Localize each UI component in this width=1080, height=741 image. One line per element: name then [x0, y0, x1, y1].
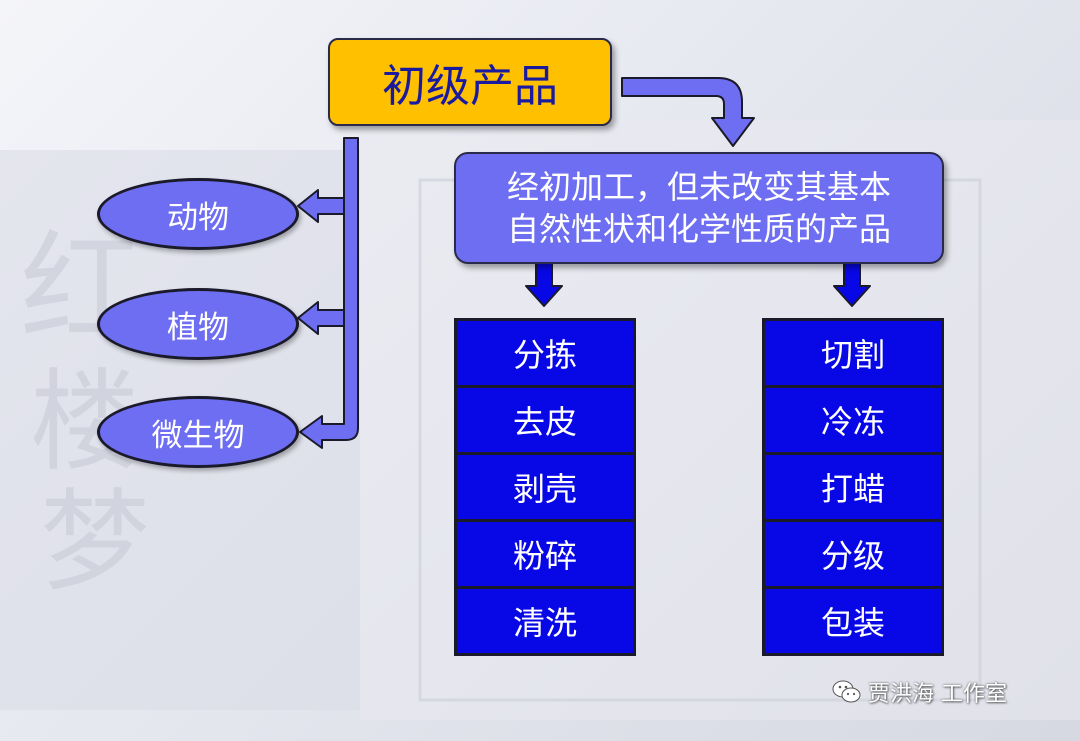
process-cell: 清洗: [457, 589, 633, 653]
process-cell: 剥壳: [457, 455, 633, 522]
process-cell: 切割: [765, 321, 941, 388]
branch-arrow-animal: [297, 189, 345, 223]
definition-box: 经初加工，但未改变其基本 自然性状和化学性质的产品: [454, 152, 944, 264]
process-cell: 打蜡: [765, 455, 941, 522]
elbow-arrow: [621, 77, 755, 147]
source-animal: 动物: [97, 178, 299, 250]
left-process-column: 分拣 去皮 剥壳 粉碎 清洗: [454, 318, 636, 656]
source-microbe: 微生物: [97, 396, 299, 468]
source-plant: 植物: [97, 288, 299, 360]
down-arrow-left: [525, 261, 563, 307]
root-title: 初级产品: [382, 61, 558, 112]
process-cell: 分级: [765, 522, 941, 589]
source-label: 动物: [167, 199, 229, 236]
root-title-box: 初级产品: [328, 38, 612, 126]
source-label: 植物: [167, 309, 229, 346]
watermark-text: 贾洪海 工作室: [868, 682, 1007, 707]
process-cell: 分拣: [457, 321, 633, 388]
process-cell: 冷冻: [765, 388, 941, 455]
process-cell: 包装: [765, 589, 941, 653]
wechat-icon: [832, 680, 861, 703]
definition-line-1: 经初加工，但未改变其基本: [506, 168, 891, 206]
source-label: 微生物: [151, 417, 245, 454]
process-cell: 去皮: [457, 388, 633, 455]
right-process-column: 切割 冷冻 打蜡 分级 包装: [762, 318, 944, 656]
watermark: 贾洪海 工作室: [832, 676, 1007, 708]
down-arrow-right: [833, 261, 871, 307]
process-cell: 粉碎: [457, 522, 633, 589]
definition-line-2: 自然性状和化学性质的产品: [506, 210, 891, 248]
branch-arrow-plant: [297, 301, 345, 335]
trunk-arrow: [299, 137, 359, 449]
